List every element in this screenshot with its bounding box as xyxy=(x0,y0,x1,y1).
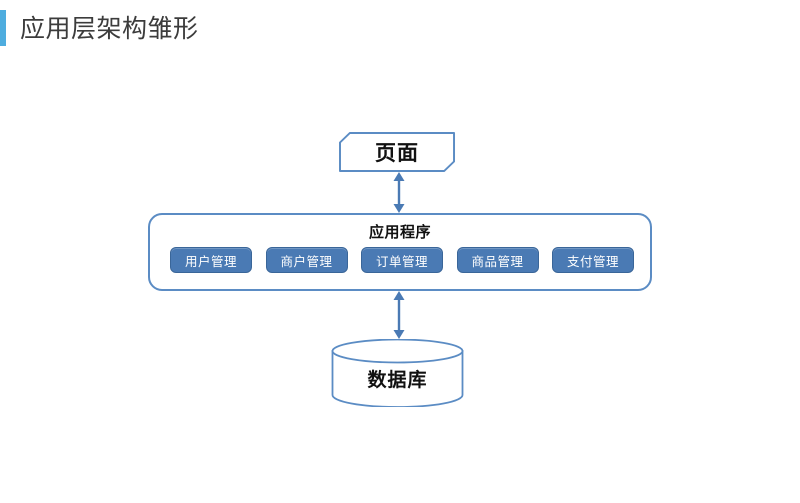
cylinder-shape xyxy=(331,339,464,407)
double-arrow-icon xyxy=(393,172,405,213)
module-chip-product-management[interactable]: 商品管理 xyxy=(456,247,539,273)
page-title: 应用层架构雏形 xyxy=(0,9,199,47)
double-arrow-icon xyxy=(393,291,405,339)
node-application-layer-label: 应用程序 xyxy=(368,223,431,241)
module-chip-user-management[interactable]: 用户管理 xyxy=(170,247,252,273)
node-presentation-layer[interactable]: 页面 xyxy=(339,132,456,172)
module-chip-payment-management[interactable]: 支付管理 xyxy=(552,247,634,273)
title-accent-bar xyxy=(0,10,6,46)
connector-application-to-database xyxy=(387,291,411,339)
application-module-list: 用户管理 商户管理 订单管理 商品管理 支付管理 xyxy=(170,247,634,273)
node-database[interactable]: 数据库 xyxy=(331,339,464,407)
node-presentation-layer-label: 页面 xyxy=(375,141,419,165)
node-application-layer[interactable]: 应用程序 用户管理 商户管理 订单管理 商品管理 支付管理 xyxy=(148,213,652,291)
module-chip-merchant-management[interactable]: 商户管理 xyxy=(265,247,348,273)
snip-corner-rectangle-shape xyxy=(339,132,456,172)
page-title-text: 应用层架构雏形 xyxy=(20,13,199,43)
connector-page-to-application xyxy=(387,172,411,213)
module-chip-order-management[interactable]: 订单管理 xyxy=(361,247,443,273)
node-database-label: 数据库 xyxy=(367,369,428,391)
